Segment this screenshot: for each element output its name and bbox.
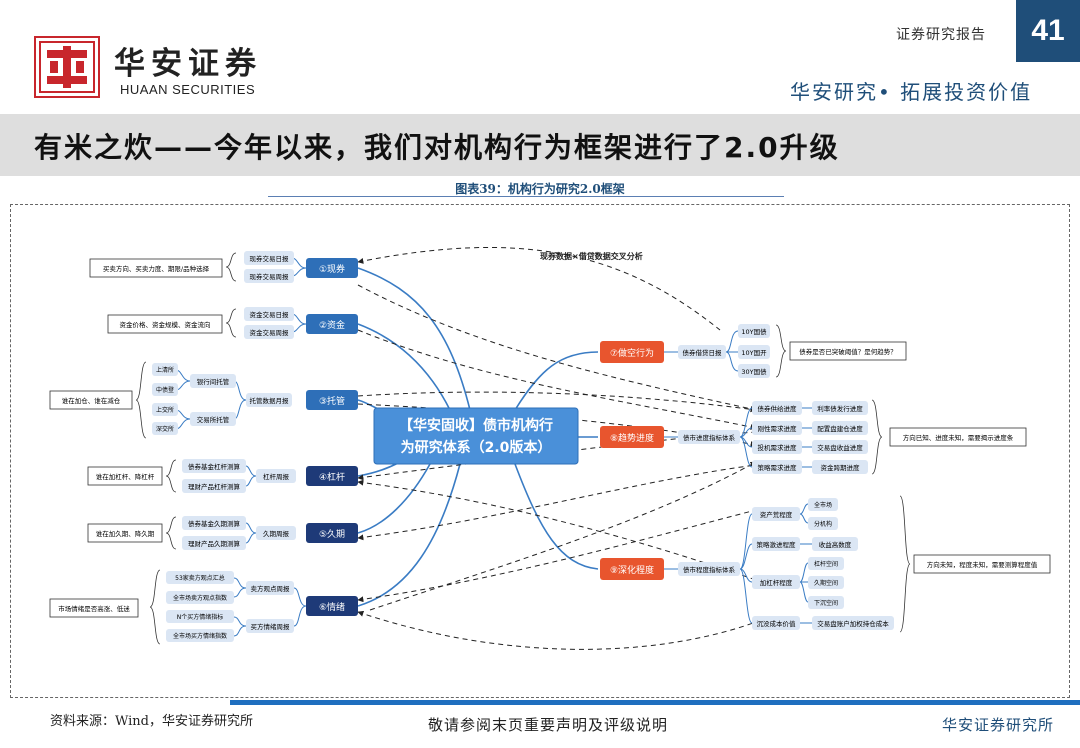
svg-text:30Y国债: 30Y国债 bbox=[741, 367, 767, 376]
page-title: 有米之炊——今年以来，我们对机构行为框架进行了2.0升级 bbox=[34, 131, 840, 164]
center-links bbox=[357, 267, 599, 607]
report-type: 证券研究报告 bbox=[896, 27, 986, 43]
branch-sentiment: ⑥情绪 卖方观点周报 买方情绪周报 53家卖方观点汇总 全市场卖方观点指数 N个… bbox=[49, 569, 358, 645]
svg-text:全市场卖方观点指数: 全市场卖方观点指数 bbox=[173, 594, 227, 602]
svg-text:现券交易周报: 现券交易周报 bbox=[250, 272, 290, 281]
svg-text:策略激进程度: 策略激进程度 bbox=[757, 540, 797, 549]
svg-text:53家卖方观点汇总: 53家卖方观点汇总 bbox=[175, 574, 225, 582]
svg-text:⑨深化程度: ⑨深化程度 bbox=[610, 564, 654, 576]
svg-text:债市程度指标体系: 债市程度指标体系 bbox=[683, 565, 736, 574]
svg-text:⑧趋势进度: ⑧趋势进度 bbox=[610, 432, 654, 444]
title-band bbox=[0, 114, 1080, 176]
branch-shorting: ⑦做空行为 债券借贷日报 10Y国债 10Y国开 30Y国债 债券是否已突破阈值… bbox=[600, 324, 907, 378]
footer-accent-bar bbox=[230, 700, 1080, 705]
svg-text:买方情绪周报: 买方情绪周报 bbox=[251, 622, 291, 631]
branch-leverage: ④杠杆 杠杆周报 债券基金杠杆测算 理财产品杠杆测算 谁在加杠杆、降杠杆 bbox=[87, 459, 358, 493]
svg-text:交易盘收益进度: 交易盘收益进度 bbox=[817, 443, 863, 452]
svg-text:卖方观点周报: 卖方观点周报 bbox=[251, 584, 291, 593]
svg-text:沉没成本价值: 沉没成本价值 bbox=[757, 619, 797, 628]
center-node-line2: 为研究体系（2.0版本） bbox=[401, 439, 552, 456]
svg-text:⑥情绪: ⑥情绪 bbox=[319, 601, 345, 613]
branch-custody: ③托管 托管数据月报 银行间托管 交易所托管 上清所 中债登 上交所 深交所 谁… bbox=[49, 361, 358, 439]
svg-text:上交所: 上交所 bbox=[156, 406, 174, 414]
footer-brand: 华安证券研究所 bbox=[942, 716, 1055, 734]
page-number: 41 bbox=[1016, 0, 1080, 62]
svg-text:③托管: ③托管 bbox=[319, 395, 345, 407]
diagram-frame bbox=[10, 204, 1070, 698]
svg-text:配置盘建仓进度: 配置盘建仓进度 bbox=[817, 424, 863, 433]
svg-text:谁在加仓、谁在减仓: 谁在加仓、谁在减仓 bbox=[62, 396, 121, 405]
svg-text:利率债发行进度: 利率债发行进度 bbox=[817, 404, 863, 413]
svg-text:资金交易周报: 资金交易周报 bbox=[250, 328, 290, 337]
cross-analysis-label: 现券数据×借贷数据交叉分析 bbox=[540, 251, 643, 261]
svg-text:方向已知、进度未知，需要揭示进度条: 方向已知、进度未知，需要揭示进度条 bbox=[903, 433, 1014, 442]
branch-trend-progress: ⑧趋势进度 债市进度指标体系 债券供给进度 刚性需求进度 投机需求进度 策略需求… bbox=[600, 399, 1027, 475]
svg-text:10Y国开: 10Y国开 bbox=[741, 349, 767, 357]
svg-text:债券基金久期测算: 债券基金久期测算 bbox=[188, 519, 241, 528]
svg-text:现券交易日报: 现券交易日报 bbox=[250, 254, 290, 263]
disclaimer: 敬请参阅末页重要声明及评级说明 bbox=[428, 716, 669, 734]
svg-text:债券供给进度: 债券供给进度 bbox=[758, 404, 798, 413]
svg-text:理财产品久期测算: 理财产品久期测算 bbox=[188, 539, 241, 548]
svg-text:④杠杆: ④杠杆 bbox=[319, 471, 345, 483]
slogan: 华安研究• 拓展投资价值 bbox=[790, 80, 1033, 104]
data-source: 资料来源：Wind，华安证券研究所 bbox=[50, 714, 253, 729]
svg-text:久期周报: 久期周报 bbox=[263, 529, 290, 538]
svg-text:资产荒程度: 资产荒程度 bbox=[760, 510, 793, 519]
svg-text:谁在加杠杆、降杠杆: 谁在加杠杆、降杠杆 bbox=[96, 472, 155, 481]
svg-text:刚性需求进度: 刚性需求进度 bbox=[758, 424, 798, 433]
svg-text:资金价格、资金规模、资金流向: 资金价格、资金规模、资金流向 bbox=[120, 320, 211, 329]
svg-text:债券基金杠杆测算: 债券基金杠杆测算 bbox=[188, 462, 241, 471]
svg-text:策略需求进度: 策略需求进度 bbox=[758, 463, 798, 472]
branch-funds: ②资金 资金交易日报 资金交易周报 资金价格、资金规模、资金流向 bbox=[107, 307, 358, 339]
svg-text:全市场买方情绪指数: 全市场买方情绪指数 bbox=[173, 632, 227, 640]
svg-text:买卖方向、买卖力度、期限/品种选择: 买卖方向、买卖力度、期限/品种选择 bbox=[103, 264, 210, 273]
svg-text:交易所托管: 交易所托管 bbox=[197, 415, 230, 424]
svg-text:托管数据月报: 托管数据月报 bbox=[250, 396, 290, 405]
chart-title: 图表39：机构行为研究2.0框架 bbox=[455, 182, 625, 196]
chart-title-rule bbox=[268, 196, 784, 197]
svg-text:中债登: 中债登 bbox=[156, 386, 174, 394]
svg-text:债券借贷日报: 债券借贷日报 bbox=[683, 348, 723, 357]
svg-text:分机构: 分机构 bbox=[814, 520, 832, 528]
company-logo bbox=[34, 36, 100, 98]
svg-text:深交所: 深交所 bbox=[156, 425, 174, 433]
svg-text:债券是否已突破阈值？是何趋势？: 债券是否已突破阈值？是何趋势？ bbox=[799, 347, 897, 356]
svg-text:全市场: 全市场 bbox=[814, 501, 832, 509]
svg-text:杠杆空间: 杠杆空间 bbox=[814, 560, 838, 568]
svg-text:⑤久期: ⑤久期 bbox=[319, 528, 345, 540]
svg-text:上清所: 上清所 bbox=[156, 366, 174, 374]
svg-text:N个买方情绪指标: N个买方情绪指标 bbox=[177, 613, 224, 621]
svg-text:投机需求进度: 投机需求进度 bbox=[758, 443, 798, 452]
logo-english-name: HUAAN SECURITIES bbox=[120, 82, 256, 97]
svg-text:理财产品杠杆测算: 理财产品杠杆测算 bbox=[188, 482, 241, 491]
svg-text:交易盘账户加权持仓成本: 交易盘账户加权持仓成本 bbox=[817, 619, 889, 628]
svg-text:债市进度指标体系: 债市进度指标体系 bbox=[683, 433, 736, 442]
svg-text:10Y国债: 10Y国债 bbox=[741, 327, 767, 336]
branch-depth: ⑨深化程度 债市程度指标体系 资产荒程度 策略激进程度 加杠杆程度 沉没成本价值… bbox=[600, 495, 1051, 633]
svg-text:②资金: ②资金 bbox=[319, 319, 345, 331]
svg-text:市场情绪是否高涨、低迷: 市场情绪是否高涨、低迷 bbox=[58, 604, 130, 613]
svg-text:加杠杆程度: 加杠杆程度 bbox=[760, 578, 793, 587]
svg-text:杠杆周报: 杠杆周报 bbox=[263, 472, 290, 481]
svg-text:久期空间: 久期空间 bbox=[814, 579, 838, 587]
svg-text:资金交易日报: 资金交易日报 bbox=[250, 310, 290, 319]
svg-text:收益高数度: 收益高数度 bbox=[819, 540, 852, 549]
svg-text:资金跨期进度: 资金跨期进度 bbox=[821, 463, 861, 472]
center-node bbox=[373, 407, 579, 465]
center-node-line1: 【华安固收】债市机构行 bbox=[399, 417, 553, 434]
branch-duration: ⑤久期 久期周报 债券基金久期测算 理财产品久期测算 谁在加久期、降久期 bbox=[87, 516, 358, 550]
svg-text:方向未知，程度未知，需要测算程度值: 方向未知，程度未知，需要测算程度值 bbox=[927, 560, 1038, 569]
svg-text:①现券: ①现券 bbox=[319, 263, 345, 275]
svg-text:谁在加久期、降久期: 谁在加久期、降久期 bbox=[96, 529, 155, 538]
branch-spot: ①现券 现券交易日报 现券交易周报 买卖方向、买卖力度、期限/品种选择 bbox=[89, 251, 358, 283]
svg-text:⑦做空行为: ⑦做空行为 bbox=[610, 347, 654, 359]
svg-text:下沉空间: 下沉空间 bbox=[814, 599, 838, 607]
logo-chinese-name: 华安证券 bbox=[114, 46, 262, 82]
svg-text:银行间托管: 银行间托管 bbox=[197, 377, 230, 386]
